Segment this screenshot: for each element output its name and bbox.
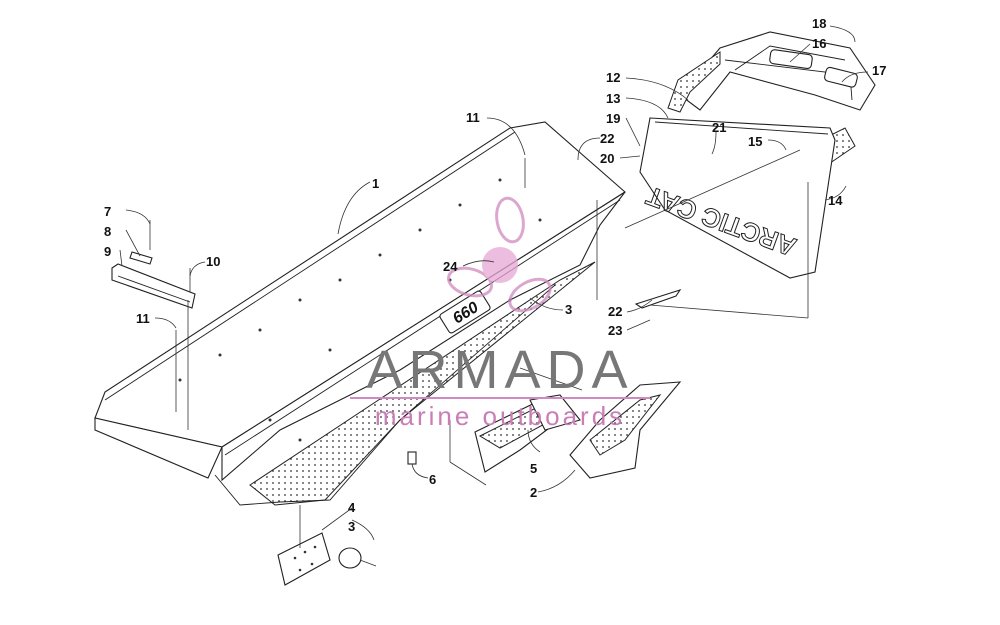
callout-11b: 11 [136, 311, 150, 326]
callout-20: 20 [600, 151, 614, 166]
snow-flap: ARCTIC CAT [639, 117, 836, 279]
callout-9: 9 [104, 244, 111, 259]
callout-19: 19 [606, 111, 620, 126]
callout-6: 6 [429, 472, 436, 487]
bolt [407, 451, 417, 465]
callout-18: 18 [812, 16, 826, 31]
callout-23: 23 [608, 323, 622, 338]
callout-12: 12 [606, 70, 620, 85]
washer [338, 547, 362, 569]
callout-10: 10 [206, 254, 220, 269]
callout-15: 15 [748, 134, 762, 149]
callout-24: 24 [443, 259, 458, 274]
callout-8: 8 [104, 224, 111, 239]
callout-labels: 1 2 3 3 4 5 6 7 8 9 10 11 11 12 13 14 15… [104, 16, 886, 534]
callout-leaders [119, 25, 869, 541]
footrest-bracket [569, 381, 682, 479]
rear-bracket [111, 251, 196, 309]
callout-3b: 3 [348, 519, 355, 534]
callout-5: 5 [530, 461, 537, 476]
callout-22a: 22 [600, 131, 614, 146]
watermark-subtitle: marine outboards [375, 401, 625, 431]
callout-13: 13 [606, 91, 620, 106]
watermark-title: ARMADA [366, 340, 633, 400]
tunnel-body: 660 [94, 121, 626, 506]
callout-14: 14 [828, 193, 843, 208]
callout-2: 2 [530, 485, 537, 500]
callout-11a: 11 [466, 110, 480, 125]
callout-1: 1 [372, 176, 379, 191]
callout-16: 16 [812, 36, 826, 51]
running-board-step [474, 394, 581, 473]
callout-4: 4 [348, 500, 356, 515]
callout-7: 7 [104, 204, 111, 219]
callout-21: 21 [712, 120, 726, 135]
lower-plate [277, 532, 331, 586]
callout-17: 17 [872, 63, 886, 78]
rear-bumper [667, 31, 876, 189]
callout-3a: 3 [565, 302, 572, 317]
callout-22b: 22 [608, 304, 622, 319]
watermark-text: ARMADA marine outboards [350, 340, 650, 431]
watermark-logo [446, 196, 552, 313]
